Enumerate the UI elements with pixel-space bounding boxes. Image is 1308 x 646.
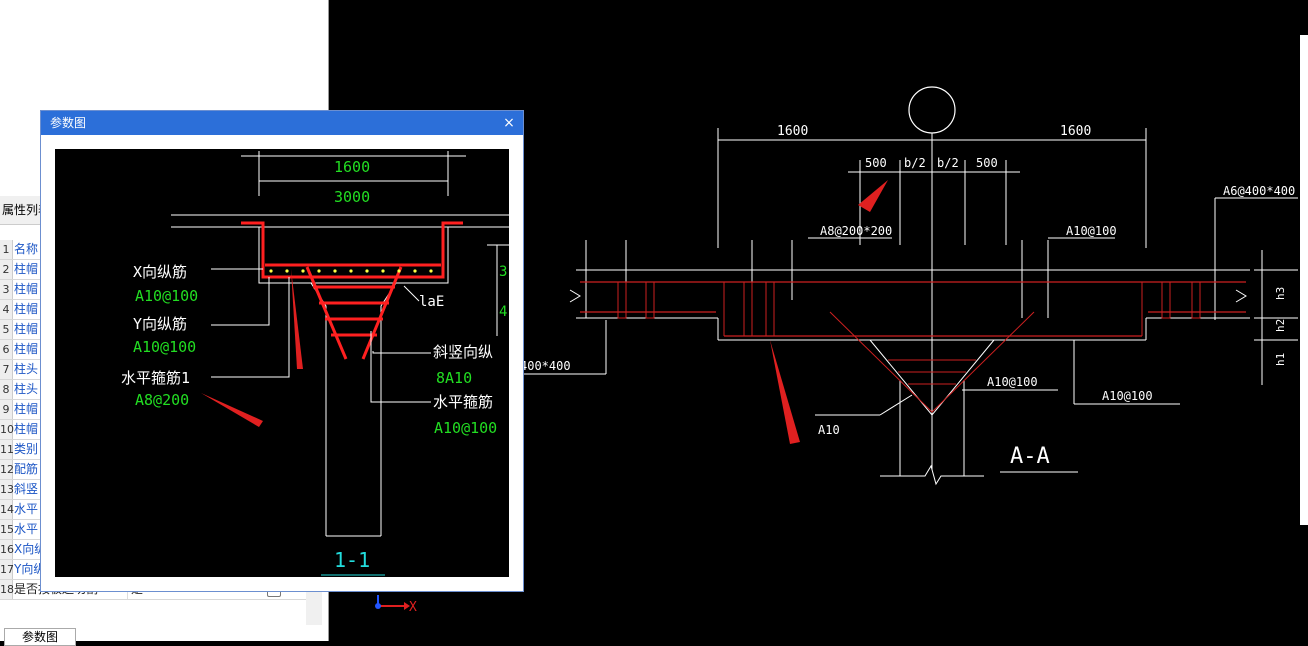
row-number: 5 [0, 320, 13, 339]
annotation-arrow [201, 393, 263, 427]
property-name: 水平 [14, 502, 39, 516]
column-axis-circle [908, 86, 956, 134]
row-number: 12 [0, 460, 14, 479]
dim-500-right: 500 [976, 156, 998, 170]
close-button[interactable]: × [503, 115, 515, 131]
dim-500-left: 500 [865, 156, 887, 170]
annotation-arrow [770, 340, 800, 444]
property-name: 柱帽 [14, 342, 39, 356]
row-number: 16 [0, 540, 14, 559]
label-h-stirrup: 水平箍筋 [433, 393, 493, 411]
tab-parameter-diagram[interactable]: 参数图 [4, 628, 76, 646]
label-x-bar-val: A10@100 [135, 287, 198, 305]
property-list-title: 属性列表 [2, 203, 51, 217]
row-number: 17 [0, 560, 14, 579]
section-label: A-A [1010, 444, 1050, 469]
row-number: 14 [0, 500, 14, 519]
dialog-title: 参数图 [50, 116, 87, 130]
label-y-bar: Y向纵筋 [133, 315, 187, 333]
label-h3: h3 [1274, 287, 1287, 300]
dim-3: 3 [499, 264, 507, 280]
label-a10-top: A10@100 [1066, 224, 1117, 238]
label-a6: A6@400*400 [1223, 184, 1295, 198]
label-y-bar-val: A10@100 [133, 338, 196, 356]
row-number: 11 [0, 440, 14, 459]
diagram-svg: 1600 3000 [121, 151, 509, 576]
label-h-stirrup-val: A10@100 [434, 419, 497, 437]
label-h2: h2 [1274, 319, 1287, 332]
property-name: 名称 [14, 242, 39, 256]
row-number: 18 [0, 580, 14, 599]
row-number: 15 [0, 520, 14, 539]
property-name: 配筋 [14, 462, 39, 476]
dim-text-right: 1600 [1060, 124, 1091, 139]
row-number: 6 [0, 340, 13, 359]
property-name: 柱帽 [14, 262, 39, 276]
row-number: 3 [0, 280, 13, 299]
annotation-arrow [858, 180, 888, 212]
property-name: 斜竖 [14, 482, 39, 496]
property-name: 柱帽 [14, 402, 39, 416]
right-edge-strip [1300, 35, 1308, 525]
dim-b2-right: b/2 [937, 156, 959, 170]
property-name: 类别 [14, 442, 39, 456]
dim-1600: 1600 [334, 158, 370, 176]
label-h-stirrup1: 水平箍筋1 [121, 369, 190, 387]
property-name: 柱帽 [14, 282, 39, 296]
property-name: 柱头 [14, 362, 39, 376]
property-name: 柱帽 [14, 302, 39, 316]
dialog-title-bar[interactable]: 参数图 × [41, 111, 523, 135]
property-name: 柱帽 [14, 422, 39, 436]
dim-text-left: 1600 [777, 124, 808, 139]
label-h-stirrup1-val: A8@200 [135, 391, 189, 409]
property-name: 水平 [14, 522, 39, 536]
row-number: 8 [0, 380, 13, 399]
property-name: 柱头 [14, 382, 39, 396]
row-number: 4 [0, 300, 13, 319]
label-x-bar: X向纵筋 [133, 263, 187, 281]
label-400: 400*400 [520, 359, 571, 373]
label-lae: laE [419, 294, 444, 310]
row-number: 9 [0, 400, 13, 419]
section-label-1-1: 1-1 [334, 548, 370, 572]
dim-3000: 3000 [334, 188, 370, 206]
label-a10-bottom: A10 [818, 423, 840, 437]
row-number: 13 [0, 480, 14, 499]
label-slant-bar: 斜竖向纵 [433, 343, 493, 361]
label-a8: A8@200*200 [820, 224, 892, 238]
label-h1: h1 [1274, 353, 1287, 366]
cad-drawing: 1600 1600 500 b/2 b/2 500 A8@200*200 A6@… [375, 86, 1298, 615]
dim-4: 4 [499, 304, 507, 320]
annotation-arrow [291, 269, 303, 369]
axis-x-label: X [409, 600, 417, 615]
property-name: X向纵 [14, 542, 47, 556]
property-name: 柱帽 [14, 322, 39, 336]
dim-b2-left: b/2 [904, 156, 926, 170]
row-number: 1 [0, 240, 13, 259]
row-number: 2 [0, 260, 13, 279]
label-a10-mid: A10@100 [987, 375, 1038, 389]
label-a10-right: A10@100 [1102, 389, 1153, 403]
parameter-diagram-dialog: 参数图 × 1600 3000 [40, 110, 524, 592]
diagram-canvas: 1600 3000 [55, 149, 509, 577]
row-number: 10 [0, 420, 14, 439]
row-number: 7 [0, 360, 13, 379]
label-slant-bar-val: 8A10 [436, 369, 472, 387]
